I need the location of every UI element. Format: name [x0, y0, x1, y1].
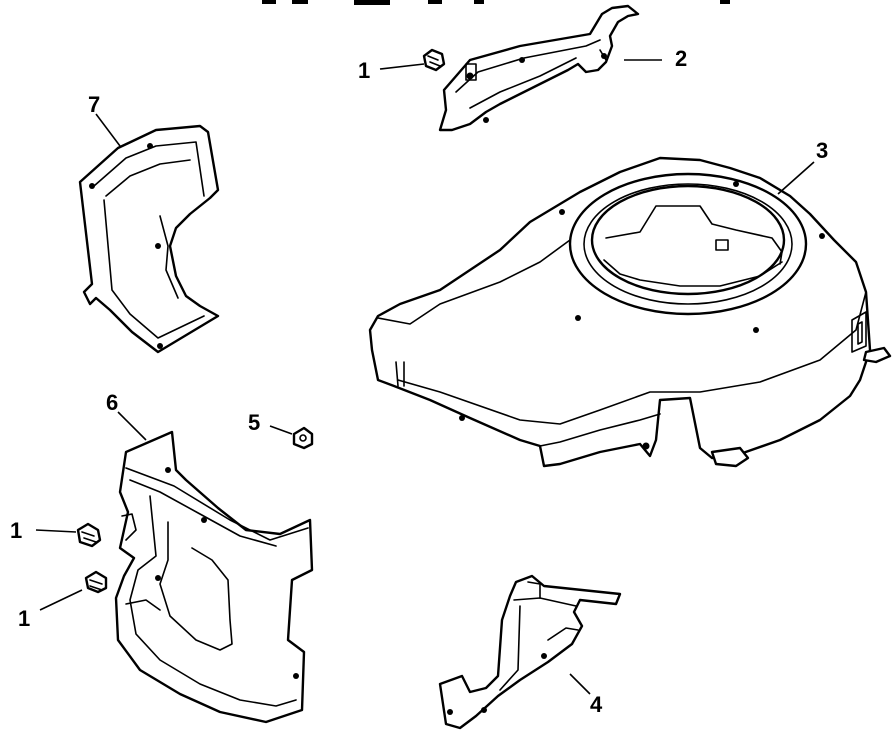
callout-2: 2 — [675, 46, 687, 71]
leader-1c — [39, 589, 83, 611]
leader-lines — [35, 59, 815, 695]
part-7-shroud[interactable] — [78, 124, 220, 354]
callout-6: 6 — [106, 390, 118, 415]
leader-1a — [379, 63, 425, 70]
callout-3: 3 — [816, 138, 828, 163]
part-2-bracket[interactable] — [438, 4, 640, 132]
part-3-blower-housing[interactable] — [368, 156, 892, 468]
leader-3 — [777, 161, 815, 195]
part-1-bolt-lower[interactable] — [84, 570, 108, 594]
part-6-shroud[interactable] — [114, 430, 314, 724]
part-4-bracket[interactable] — [438, 574, 622, 730]
callout-5: 5 — [248, 410, 260, 435]
cropped-header-fragment — [262, 0, 730, 5]
callout-1-lower: 1 — [18, 606, 30, 631]
callout-7: 7 — [88, 92, 100, 117]
leader-6 — [117, 411, 147, 441]
callout-1-middle: 1 — [10, 518, 22, 543]
part-1-bolt-middle[interactable] — [76, 522, 102, 548]
callout-4: 4 — [590, 692, 603, 717]
leader-5 — [269, 425, 293, 435]
leader-4 — [569, 673, 591, 695]
part-5-nut[interactable] — [292, 426, 314, 450]
callout-1-top: 1 — [358, 58, 370, 83]
leader-1b — [35, 529, 77, 533]
callout-labels: 1 2 3 4 5 6 7 1 1 — [10, 46, 828, 717]
part-1-bolt-top[interactable] — [422, 48, 446, 72]
leader-7 — [95, 113, 121, 147]
